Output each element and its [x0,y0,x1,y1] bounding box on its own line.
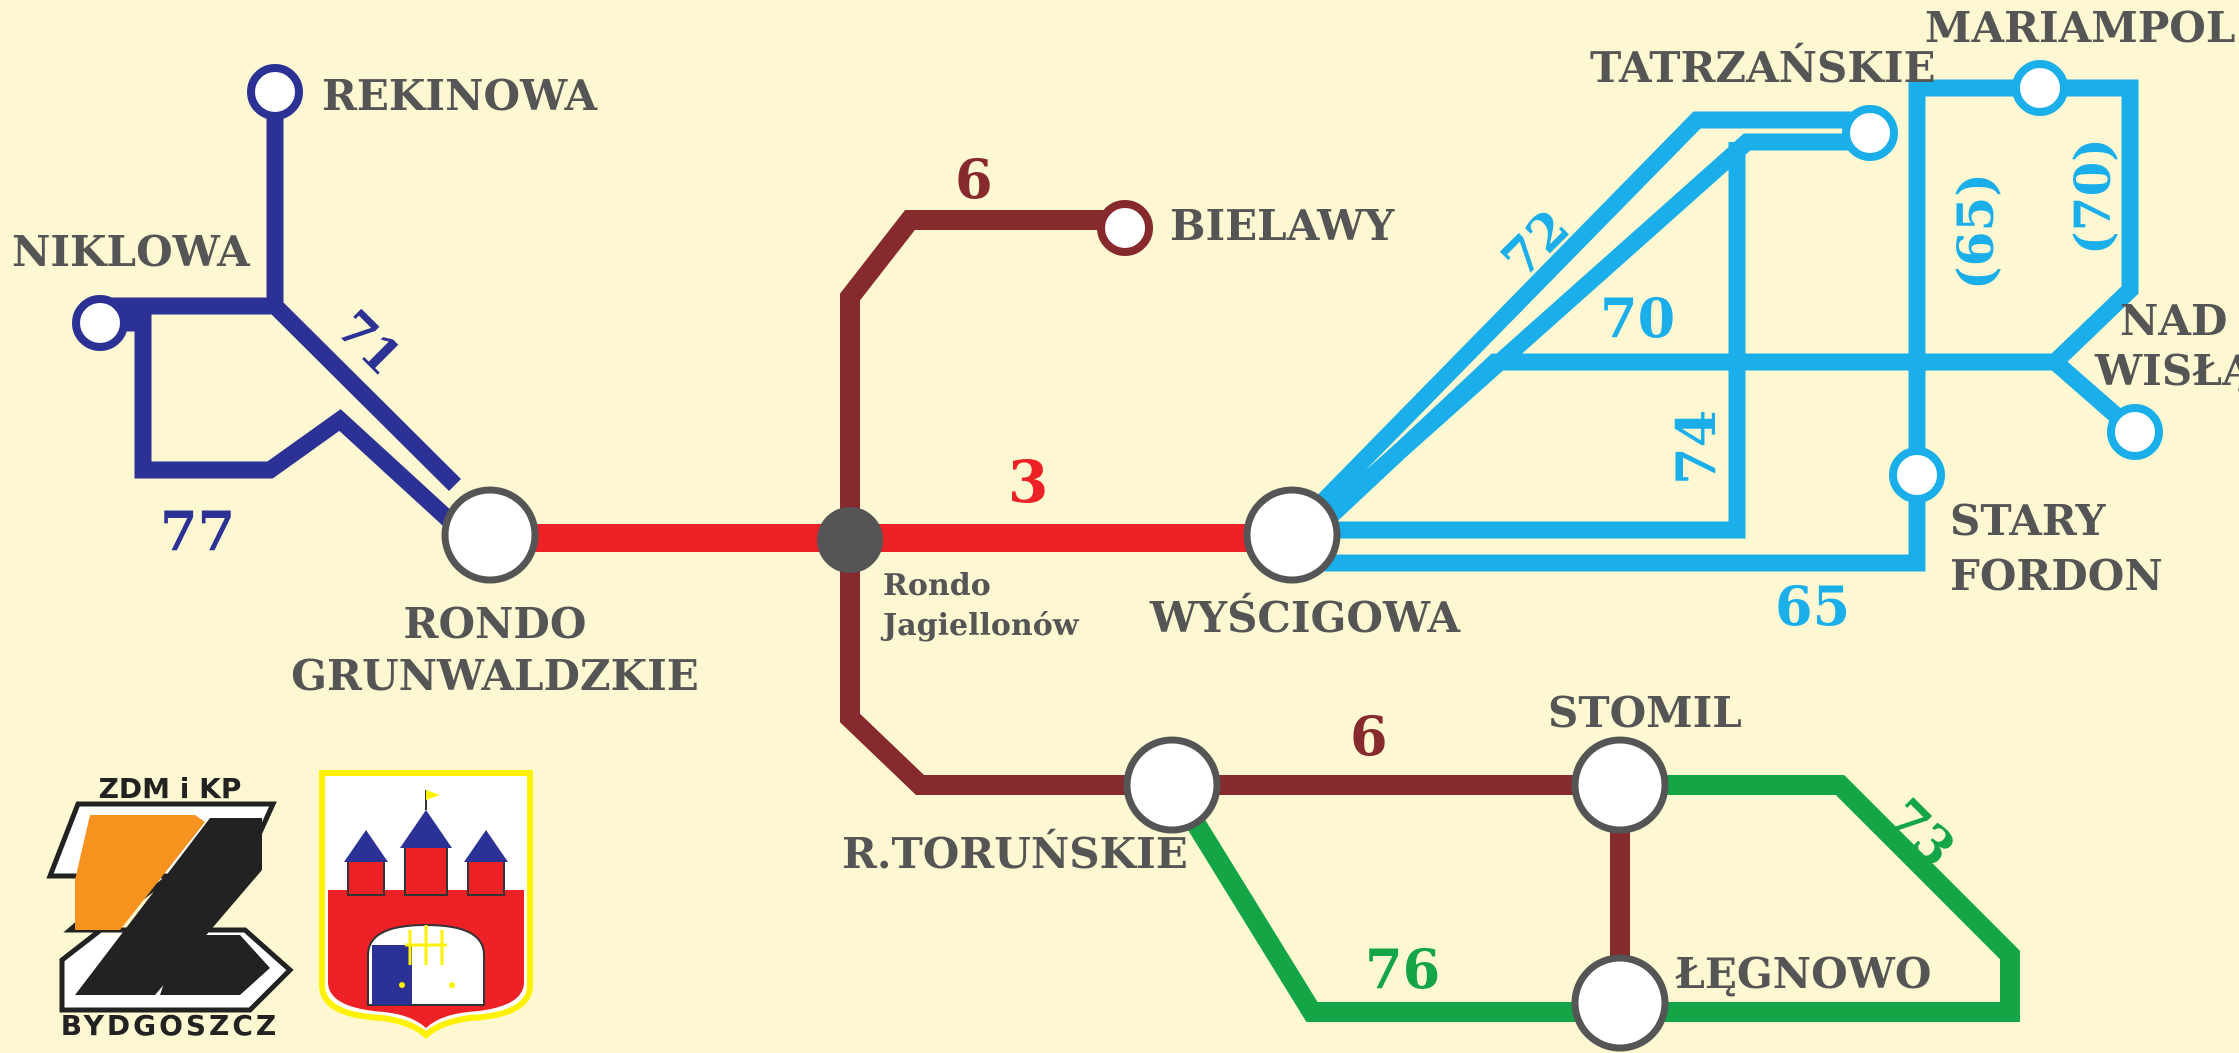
stop-stomil [1571,736,1669,834]
label-r-torunskie: R.TORUŃSKIE [842,828,1188,878]
line-76-path [1163,779,1620,1022]
line-6-north-path [840,210,1125,540]
label-line-65: 65 [1775,574,1850,638]
label-stomil: STOMIL [1548,688,1742,737]
stop-stary-fordon [1889,447,1945,503]
stop-legnowo [1571,954,1669,1052]
label-line-73: 73 [1876,787,1967,878]
stop-tatrzanskie [1842,105,1898,161]
label-rondo-grunwaldzkie-1: RONDO [404,599,587,648]
crest-gate-left-door [372,945,412,1005]
label-nad-wisla-2: WISŁĄ [2094,346,2239,395]
label-line-70: 70 [1600,286,1675,350]
stop-mariampol [2012,60,2068,116]
stop-labels: REKINOWA NIKLOWA RONDO GRUNWALDZKIE BIEL… [12,3,2239,998]
label-line-6-bottom: 6 [1350,704,1388,768]
stop-bielawy [1097,200,1153,256]
crest-portcullis [405,925,447,965]
label-wyscigowa: WYŚCIGOWA [1149,592,1461,642]
line-74-south-path [1295,142,1746,539]
stop-nad-wisla [2107,404,2163,460]
crest-tower-center [404,844,448,896]
crest-roof-center [400,810,452,848]
label-nad-wisla-1: NAD [2120,296,2227,345]
zdm-logo-z-dark-upper [75,818,262,995]
crest-roof-left [344,830,388,862]
line-73-path [1620,775,2020,1022]
crest-roof-right [464,830,508,862]
zdm-logo-city: BYDGOSZCZ [61,1009,279,1042]
label-rondo-jagiellonow-1: Rondo [883,568,991,603]
zdm-logo: ZDM i KP BYDGOSZCZ [46,772,294,1042]
label-line-6-top: 6 [955,147,993,211]
crest-tower-left [347,859,385,896]
label-bielawy: BIELAWY [1170,201,1395,250]
stop-rondo-jagiellonow [817,507,883,573]
crest-flag [426,790,440,800]
label-line-74: 74 [1664,410,1728,485]
crest-gate-ring-right [449,982,455,988]
stop-rekinowa [247,64,303,120]
line-71-path [266,92,461,492]
bydgoszcz-crest [319,770,533,1040]
label-line-70-paren: (70) [2063,138,2122,255]
label-legnowo: ŁĘGNOWO [1675,949,1931,998]
label-stary-fordon-1: STARY [1950,496,2106,545]
label-tatrzanskie: TATRZAŃSKIE [1590,42,1936,92]
zdm-logo-z-dark-lower [160,935,270,995]
line-70-path [1299,79,2139,547]
label-line-77: 77 [160,499,235,563]
line-65-path [1300,79,2040,572]
zdm-logo-title: ZDM i KP [99,772,242,805]
stop-rondo-grunwaldzkie [441,486,539,584]
label-mariampol: MARIAMPOL [1925,3,2235,52]
line-73-76 [1163,775,2020,1022]
stops [72,60,2163,1052]
line-71-77 [100,92,466,537]
line-65-70-72-74 [1293,79,2141,572]
crest-gate-ring-left [399,982,405,988]
zdm-logo-z-orange [75,815,205,930]
line-6-south-path [840,540,1620,795]
label-niklowa: NIKLOWA [12,227,251,276]
label-line-72: 72 [1490,198,1581,289]
stop-niklowa [72,295,128,351]
label-line-3: 3 [1008,448,1048,516]
label-line-65-paren: (65) [1946,173,2005,290]
label-line-76: 76 [1365,937,1440,1001]
label-rondo-grunwaldzkie-2: GRUNWALDZKIE [291,651,699,700]
label-rondo-jagiellonow-2: Jagiellonów [880,608,1080,643]
label-rekinowa: REKINOWA [322,71,599,120]
label-stary-fordon-2: FORDON [1950,551,2163,600]
crest-tower-right [467,859,505,896]
line-77-path [100,314,466,537]
stop-r-torunskie [1123,736,1221,834]
stop-wyscigowa [1243,486,1341,584]
